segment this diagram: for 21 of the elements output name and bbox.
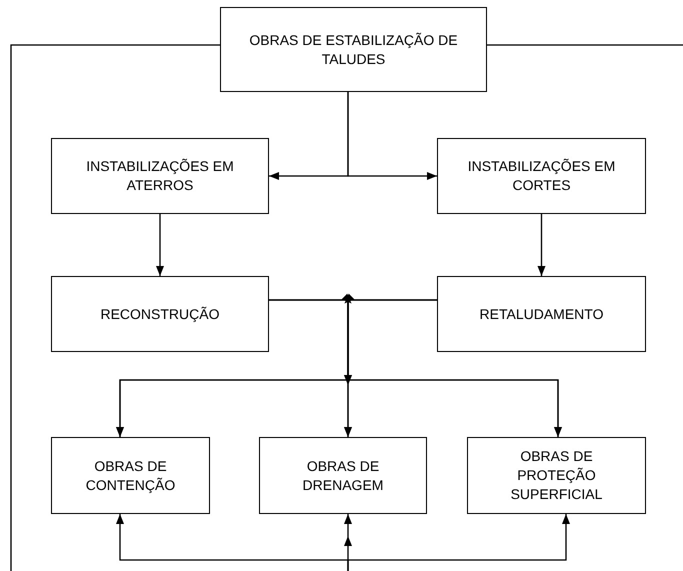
connector-arrow	[347, 514, 570, 571]
process-box	[259, 437, 427, 514]
box-label: OBRAS DE CONTENÇÃO	[84, 456, 176, 494]
process-box	[437, 276, 646, 352]
process-box	[437, 138, 646, 214]
box-label: OBRAS DE ESTABILIZAÇÃO DE TALUDES	[248, 30, 459, 68]
process-box	[51, 437, 210, 514]
box-label: OBRAS DE DRENAGEM	[302, 456, 384, 494]
box-label: RETALUDAMENTO	[478, 304, 604, 324]
connector-arrow	[156, 214, 164, 276]
box-label: OBRAS DE PROTEÇÃO SUPERFICIAL	[510, 447, 604, 504]
connector-arrow	[538, 214, 546, 276]
process-box	[467, 437, 646, 514]
process-box	[220, 7, 487, 92]
process-box	[51, 276, 269, 352]
box-label: RECONSTRUÇÃO	[100, 304, 220, 324]
process-box	[51, 138, 269, 214]
box-label: INSTABILIZAÇÕES EM ATERROS	[85, 157, 235, 195]
connector-arrow	[347, 92, 437, 180]
box-label: INSTABILIZAÇÕES EM CORTES	[466, 157, 616, 195]
connector-arrow	[347, 299, 562, 437]
